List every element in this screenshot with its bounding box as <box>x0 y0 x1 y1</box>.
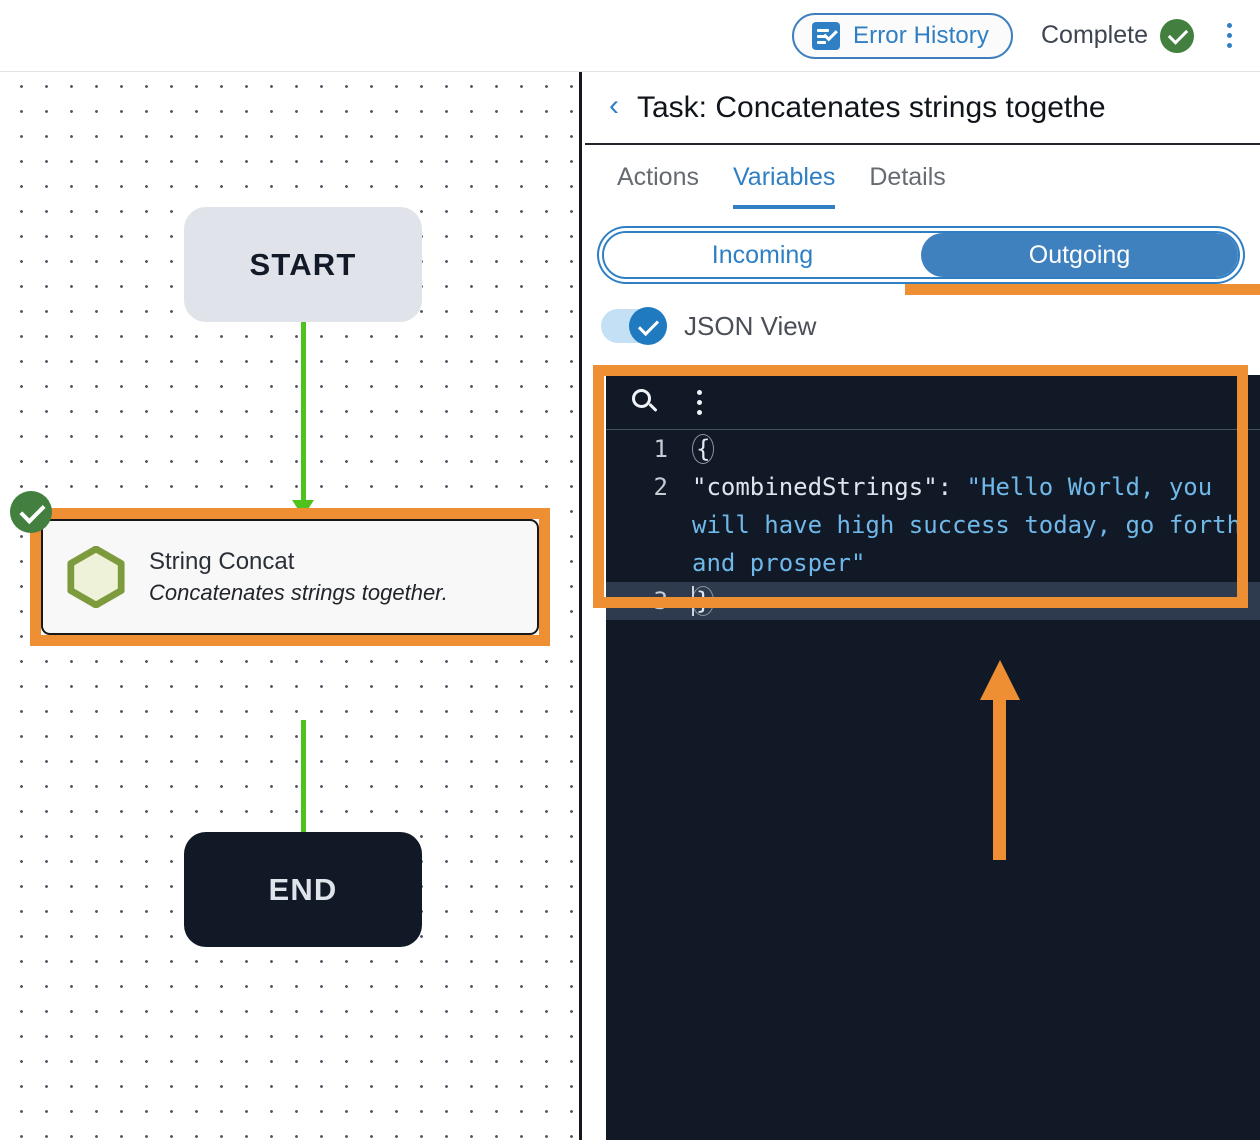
code-brace-close: } <box>692 586 715 616</box>
json-view-label: JSON View <box>684 310 817 341</box>
tab-actions[interactable]: Actions <box>617 163 699 191</box>
tab-bar: Actions Variables Details <box>585 145 1260 209</box>
task-node-check-circle-icon <box>10 491 52 533</box>
code-line[interactable]: 1 { <box>606 430 1260 468</box>
panel-header: ‹ Task: Concatenates strings togethe <box>585 72 1260 145</box>
code-brace-open: { <box>692 434 715 464</box>
json-colon: : <box>937 473 967 501</box>
start-node-label: START <box>249 246 357 282</box>
code-line[interactable]: 2 "combinedStrings": "Hello World, you w… <box>606 468 1260 582</box>
kebab-menu-icon[interactable] <box>688 388 710 416</box>
json-view-switch[interactable] <box>601 307 667 345</box>
flow-canvas[interactable]: START String Concat Concatenates strings… <box>0 72 582 1140</box>
json-key: "combinedStrings" <box>692 473 938 501</box>
end-node-label: END <box>268 871 338 907</box>
segment-incoming[interactable]: Incoming <box>604 233 921 277</box>
task-node-subtitle: Concatenates strings together. <box>149 580 448 605</box>
segment-outgoing[interactable]: Outgoing <box>921 233 1238 277</box>
task-node-highlight-box <box>30 508 550 646</box>
editor-toolbar <box>606 375 1260 430</box>
error-history-label: Error History <box>853 21 989 49</box>
code-line-active[interactable]: 3 } <box>606 582 1260 620</box>
line-number: 3 <box>653 587 668 615</box>
text-cursor <box>692 586 694 616</box>
chevron-left-icon[interactable]: ‹ <box>609 88 619 122</box>
list-check-icon <box>812 21 841 50</box>
task-node-title: String Concat <box>149 548 295 575</box>
outgoing-highlight-underline <box>905 284 1260 295</box>
json-editor[interactable]: 1 { 2 "combinedStrings": "Hello World, y… <box>606 375 1260 1140</box>
top-toolbar: Error History Complete <box>0 0 1260 72</box>
flow-node-string-concat[interactable]: String Concat Concatenates strings toget… <box>41 519 539 635</box>
json-string-value: "Hello World, you will have high success… <box>692 473 1256 577</box>
flow-node-end[interactable]: END <box>184 832 422 947</box>
tab-details[interactable]: Details <box>869 163 946 191</box>
connector-task-to-end <box>301 720 306 885</box>
direction-toggle-wrapper: Incoming Outgoing <box>602 231 1260 295</box>
hexagon-icon <box>67 546 125 608</box>
status-label: Complete <box>1041 21 1148 49</box>
code-content[interactable]: 1 { 2 "combinedStrings": "Hello World, y… <box>606 430 1260 620</box>
page-title: Task: Concatenates strings togethe <box>637 90 1106 124</box>
flow-node-start[interactable]: START <box>184 207 422 322</box>
line-number: 2 <box>653 473 668 501</box>
json-view-toggle-row: JSON View <box>585 279 1260 345</box>
line-number: 1 <box>653 435 668 463</box>
switch-knob-check-icon <box>629 307 667 345</box>
tab-variables[interactable]: Variables <box>732 163 836 209</box>
search-icon[interactable] <box>632 389 658 415</box>
task-details-panel: ‹ Task: Concatenates strings togethe Act… <box>585 72 1260 1140</box>
kebab-menu-icon[interactable] <box>1216 19 1242 53</box>
direction-segmented-control[interactable]: Incoming Outgoing <box>602 231 1240 279</box>
connector-start-to-task <box>301 322 306 507</box>
status-badge: Complete <box>1041 18 1194 53</box>
check-circle-icon <box>1160 18 1194 53</box>
error-history-button[interactable]: Error History <box>792 12 1013 59</box>
